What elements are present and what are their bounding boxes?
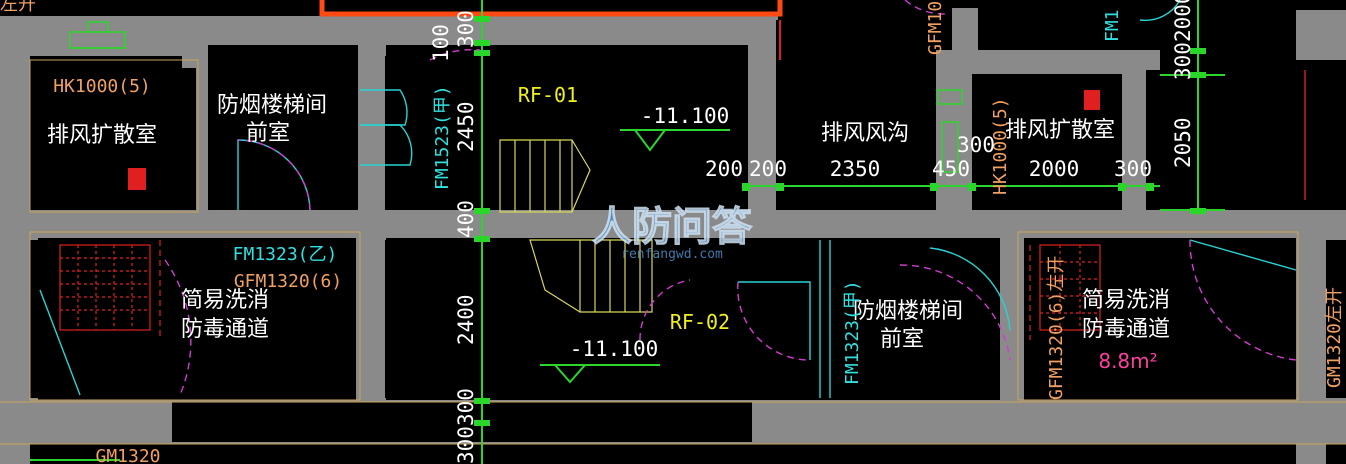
dim-h-300-mid: 300 — [957, 133, 995, 157]
room-label-decon-left-1: 简易洗消 — [181, 288, 269, 313]
wall-middle — [0, 210, 1346, 240]
room-label-anteroom-bottom-1: 防烟楼梯间 — [853, 299, 963, 324]
wall-v3 — [748, 16, 776, 216]
room-label-anteroom-top-2: 前室 — [246, 121, 290, 146]
equip-label-gm-bottom: GM1320 — [95, 446, 160, 464]
equip-label-right-edge: GM1320左开 — [1324, 287, 1345, 388]
orange-outline-top — [319, 0, 783, 17]
room-label-anteroom-top-1: 防烟楼梯间 — [217, 93, 327, 118]
wall-column-right — [1296, 10, 1346, 60]
vent-marker-left — [128, 168, 146, 190]
room-label-decon-right-2: 防毒通道 — [1082, 317, 1170, 342]
watermark-title: 人防问答 — [592, 204, 753, 250]
room-stair-top — [386, 45, 748, 210]
equip-label-gfm-center: GFM1320(6) — [234, 271, 342, 292]
dim-h-200b: 200 — [749, 157, 787, 181]
equipment-symbols — [59, 21, 1101, 340]
door-label-fm1323-yi: FM1323(乙) — [233, 244, 338, 265]
dim-h-300-right: 300 — [1114, 157, 1152, 181]
room-label-exhaust-right: 排风扩散室 — [1005, 118, 1115, 143]
dim-h-200a: 200 — [705, 157, 743, 181]
watermark-url: renfangwd.com — [621, 247, 723, 262]
room-anteroom-top — [208, 45, 358, 210]
wall-column-top — [952, 8, 978, 52]
wall-v7 — [1296, 210, 1326, 464]
wall-v6 — [1000, 210, 1024, 410]
dim-v-300-lowest: 300 — [454, 426, 478, 464]
room-right-top — [1146, 70, 1296, 210]
room-label-decon-right-1: 简易洗消 — [1082, 288, 1170, 313]
filter-grid-left — [59, 244, 151, 331]
equip-label-hk-right: HK1000(5) — [990, 97, 1011, 195]
room-decon-right — [1024, 238, 1296, 400]
equip-label-hk-left: HK1000(5) — [53, 76, 151, 97]
dim-v-100: 100 — [429, 24, 453, 62]
elevation-top: -11.100 — [641, 104, 730, 128]
inner-outlines — [0, 59, 1346, 445]
dimension-lines — [30, 0, 1225, 464]
door-label-fm1323-jia: FM1323(甲) — [842, 280, 863, 385]
room-interiors — [34, 20, 1296, 442]
elevation-markers — [540, 129, 730, 384]
room-exhaust-left — [34, 68, 196, 210]
wall-left — [0, 16, 30, 464]
dim-v-right-2000: 2000 — [1171, 0, 1195, 42]
equip-label-gfm-right: GFM1320(6)左开 — [1046, 256, 1067, 400]
wall-v5 — [1122, 50, 1146, 240]
valve-right — [937, 89, 963, 173]
room-stair-bottom — [386, 238, 1000, 400]
dim-v-right-2050: 2050 — [1171, 117, 1195, 168]
stairs — [499, 139, 653, 313]
wall-v4 — [934, 50, 972, 240]
dim-v-2450: 2450 — [454, 101, 478, 152]
dim-v-300-bottom: 300 — [454, 388, 478, 426]
corridor-bottom — [172, 402, 752, 442]
filter-grid-right — [1039, 244, 1101, 331]
room-label-decon-left-2: 防毒通道 — [181, 317, 269, 342]
room-duct-a — [776, 20, 936, 210]
tag-rf02: RF-02 — [670, 310, 730, 334]
dim-v-400: 400 — [454, 200, 478, 238]
dim-h-2350: 2350 — [830, 157, 881, 181]
equip-label-top-left-fragment: 左开 — [0, 0, 36, 15]
elevation-bottom: -11.100 — [570, 337, 659, 361]
dim-v-right-300: 300 — [1171, 42, 1195, 80]
dim-v-300-top: 300 — [454, 10, 478, 48]
door-swings — [39, 0, 1297, 398]
room-decon-left — [38, 238, 356, 400]
room-label-anteroom-bottom-2: 前室 — [880, 327, 924, 352]
equip-label-gfm-top: GFM10 — [925, 1, 946, 55]
dim-v-2400: 2400 — [454, 294, 478, 345]
valve-top-left — [69, 21, 126, 49]
tag-rf01: RF-01 — [518, 83, 578, 107]
door-label-fm1523: FM1523(甲) — [432, 85, 453, 190]
room-label-exhaust-left: 排风扩散室 — [47, 123, 157, 148]
vent-marker-right — [1084, 90, 1100, 110]
dim-h-2000: 2000 — [1029, 157, 1080, 181]
room-area-decon-right: 8.8m² — [1098, 349, 1157, 373]
dim-h-450: 450 — [932, 157, 970, 181]
watermark: 人防问答 renfangwd.com — [591, 203, 753, 262]
room-label-exhaust-duct: 排风风沟 — [821, 121, 909, 146]
door-label-fm1-top: FM1 — [1102, 9, 1123, 42]
